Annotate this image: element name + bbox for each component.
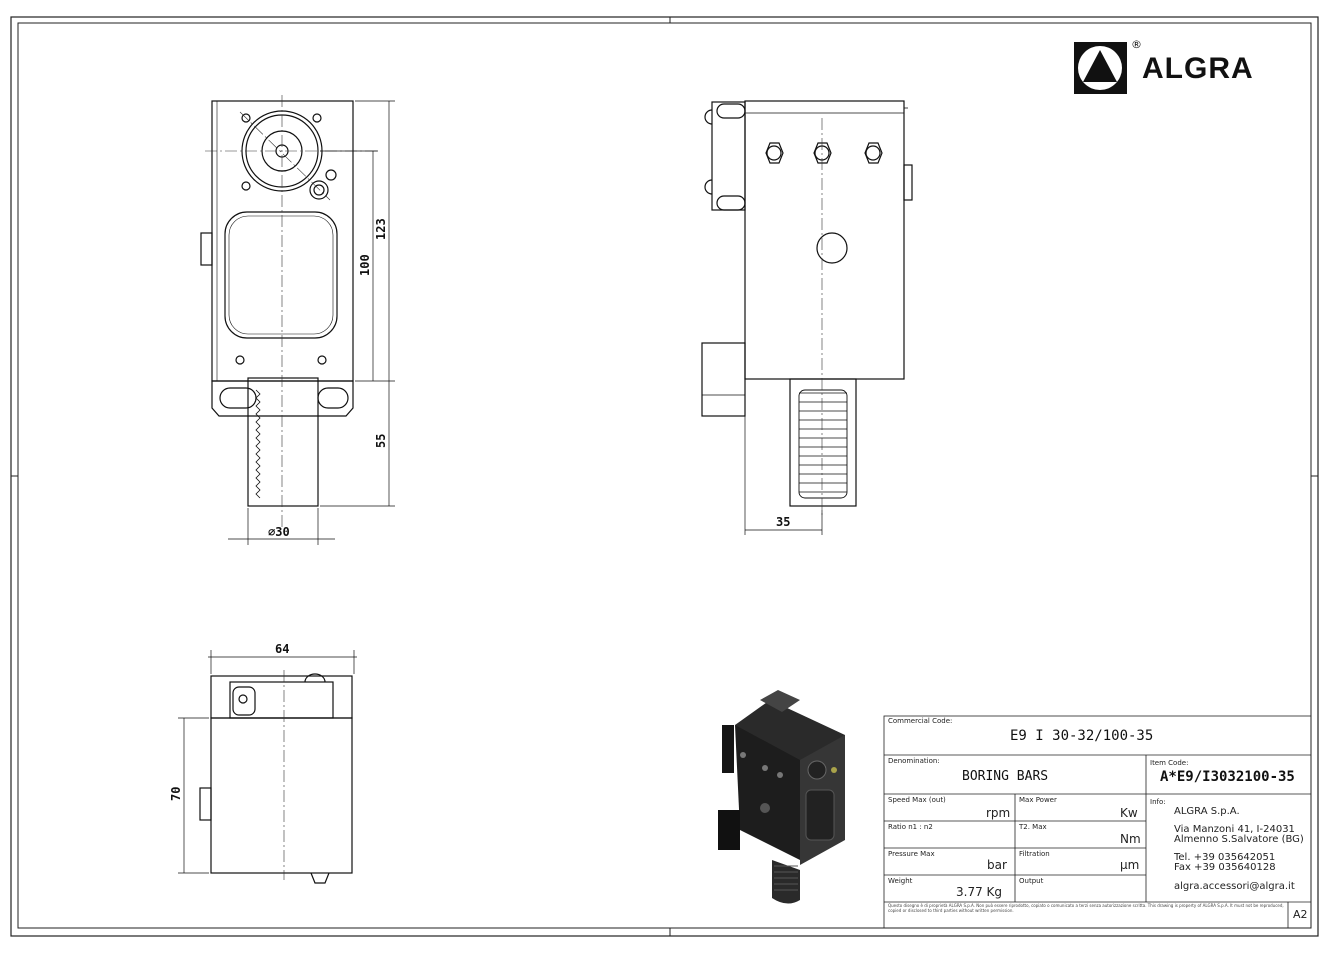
fax: Fax +39 035640128 [1174,862,1276,873]
dim-center-offset: 35 [776,515,790,529]
speed-unit: rpm [986,806,1011,820]
weight-label: Weight [888,877,913,885]
top-view [199,673,353,884]
dim-body-height: 100 [358,254,372,276]
title-block-grid [883,715,1312,929]
item-code: A*E9/I3032100-35 [1160,769,1295,785]
front-dimension-lines [228,100,395,545]
dim-width: 64 [275,642,289,656]
dim-shank-length: 55 [374,434,388,448]
front-view [200,100,354,507]
side-dimension-lines [744,381,823,535]
algra-logo-icon [1074,42,1127,94]
commercial-code: E9 I 30-32/100-35 [1010,728,1154,744]
outer-frame [10,16,1319,937]
top-dimension-lines [178,650,357,874]
phone: Tel. +39 035642051 [1174,852,1276,863]
isometric-product-render [718,690,845,904]
torque-unit: Nm [1120,832,1141,846]
filtration-unit: µm [1120,858,1140,872]
pressure-label: Pressure Max [888,850,935,858]
sheet-size: A2 [1293,908,1308,921]
side-view [701,100,913,507]
power-unit: Kw [1120,806,1138,820]
torque-label: T2. Max [1019,823,1047,831]
filtration-label: Filtration [1019,850,1050,858]
output-label: Output [1019,877,1044,885]
front-centerlines [205,95,380,530]
dim-total-height: 123 [374,218,388,240]
power-label: Max Power [1019,796,1057,804]
legal-notice: Questo disegno è di proprietà ALGRA S.p.… [888,903,1284,913]
pressure-unit: bar [987,858,1007,872]
commercial-code-label: Commercial Code: [888,717,953,725]
address-line-1: Via Manzoni 41, I-24031 [1174,824,1295,835]
dim-shank-diameter: ∅30 [268,525,290,539]
registered-mark: ® [1131,38,1142,51]
denomination-label: Denomination: [888,757,940,765]
email: algra.accessori@algra.it [1174,881,1295,892]
address-line-2: Almenno S.Salvatore (BG) [1174,834,1304,845]
ratio-label: Ratio n1 : n2 [888,823,933,831]
speed-label: Speed Max (out) [888,796,946,804]
info-label: Info: [1150,798,1166,806]
denomination: BORING BARS [962,769,1049,784]
item-code-label: Item Code: [1150,759,1189,767]
brand-name: ALGRA [1142,52,1254,85]
dim-depth: 70 [169,787,183,801]
company-name: ALGRA S.p.A. [1174,806,1240,817]
weight-value: 3.77 Kg [956,885,1003,899]
